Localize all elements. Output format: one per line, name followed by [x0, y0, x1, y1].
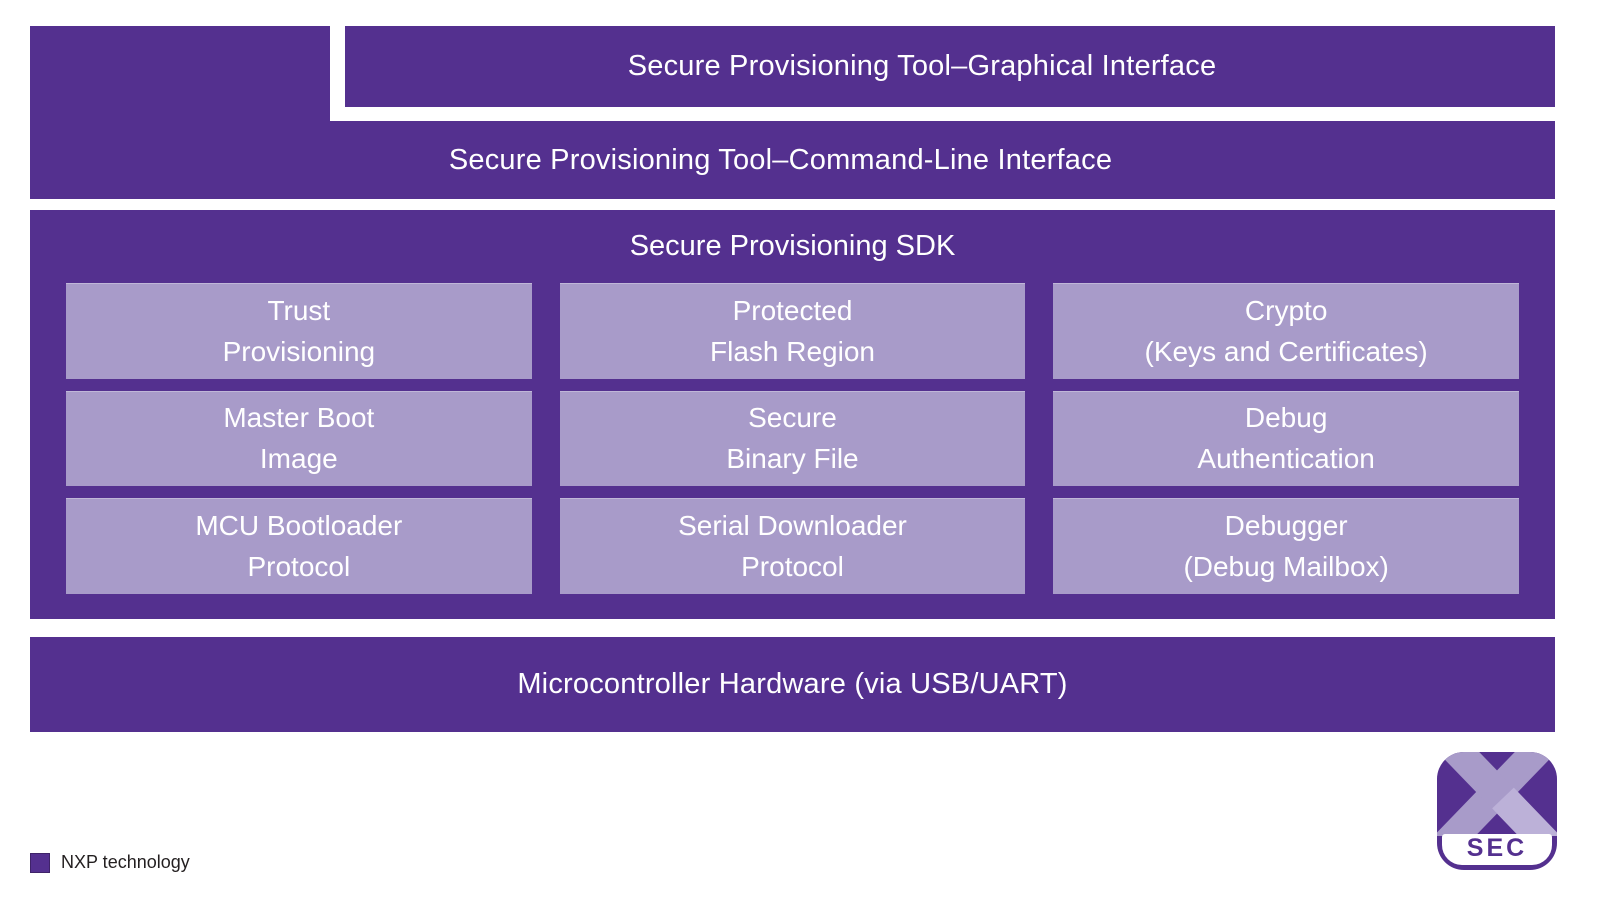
sdk-module-grid: Trust Provisioning Protected Flash Regio… [66, 283, 1519, 594]
module-label-line: Binary File [726, 443, 859, 475]
sdk-layer-box: Secure Provisioning SDK Trust Provisioni… [30, 210, 1555, 619]
module-label-line: (Keys and Certificates) [1144, 335, 1428, 367]
sdk-module-debug-authentication: Debug Authentication [1053, 390, 1519, 487]
sdk-module-protected-flash-region: Protected Flash Region [559, 283, 1026, 379]
sdk-module-debugger-debug-mailbox: Debugger (Debug Mailbox) [1053, 498, 1519, 594]
module-label-line: Image [259, 443, 338, 475]
sec-caption-band: SEC [1442, 834, 1552, 865]
module-label-line: Crypto [1244, 294, 1328, 326]
module-label-line: Authentication [1197, 443, 1375, 475]
sdk-module-crypto: Crypto (Keys and Certificates) [1053, 283, 1519, 379]
module-label-line: Protected [732, 294, 853, 326]
module-label-line: Secure [748, 402, 837, 434]
cli-layer-bar: Secure Provisioning Tool–Command-Line In… [30, 121, 1555, 199]
module-label-line: Debug [1244, 402, 1328, 434]
sdk-module-secure-binary-file: Secure Binary File [559, 390, 1026, 487]
left-spacer-block [30, 26, 330, 122]
xsec-logo: SEC [1437, 752, 1557, 870]
sec-caption-label: SEC [1466, 834, 1528, 862]
sdk-module-trust-provisioning: Trust Provisioning [66, 283, 532, 379]
module-label-line: Flash Region [710, 335, 875, 367]
module-label-line: MCU Bootloader [195, 510, 403, 542]
module-label-line: Master Boot [223, 402, 375, 434]
module-label-line: Trust [267, 294, 331, 326]
gui-layer-label: Secure Provisioning Tool–Graphical Inter… [627, 50, 1217, 82]
module-label-line: (Debug Mailbox) [1183, 551, 1389, 583]
module-label-line: Protocol [741, 551, 844, 583]
module-label-line: Debugger [1224, 510, 1348, 542]
sdk-module-serial-downloader-protocol: Serial Downloader Protocol [559, 498, 1026, 594]
nxp-technology-legend: NXP technology [30, 852, 190, 873]
sdk-layer-title: Secure Provisioning SDK [629, 230, 956, 262]
sdk-module-master-boot-image: Master Boot Image [66, 390, 532, 487]
module-label-line: Provisioning [222, 335, 376, 367]
cli-layer-label: Secure Provisioning Tool–Command-Line In… [448, 143, 1113, 176]
x-letter-icon [1437, 752, 1557, 836]
hardware-layer-bar: Microcontroller Hardware (via USB/UART) [30, 637, 1555, 732]
gui-layer-bar: Secure Provisioning Tool–Graphical Inter… [345, 26, 1555, 107]
nxp-technology-swatch [30, 852, 50, 873]
module-label-line: Protocol [247, 551, 351, 583]
sdk-module-mcu-bootloader-protocol: MCU Bootloader Protocol [66, 498, 532, 594]
hardware-layer-label: Microcontroller Hardware (via USB/UART) [517, 668, 1068, 700]
nxp-technology-label: NXP technology [61, 852, 190, 872]
module-label-line: Serial Downloader [678, 510, 907, 542]
